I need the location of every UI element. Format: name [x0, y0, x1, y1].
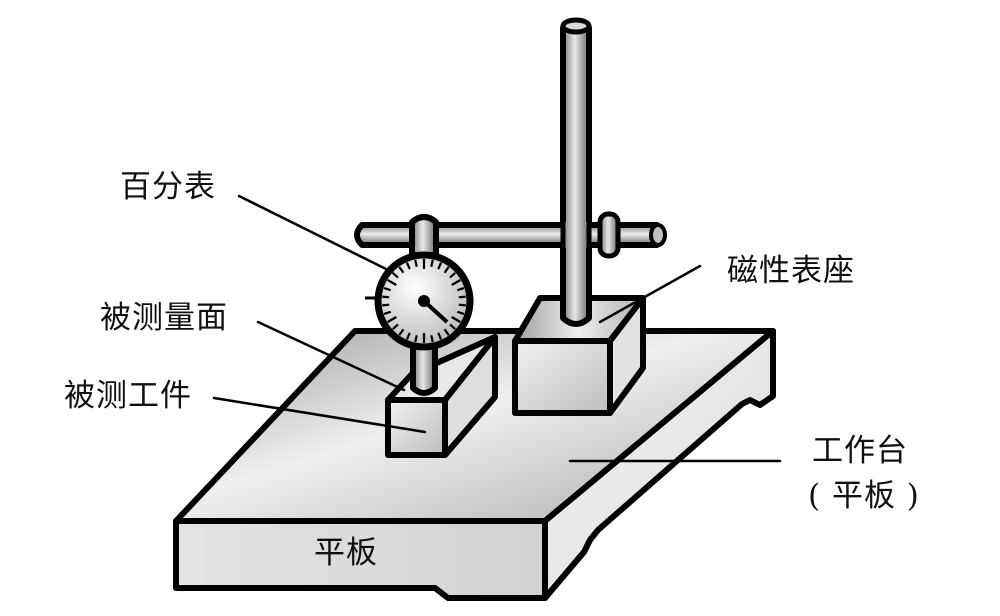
- dial-tick: [398, 266, 405, 274]
- dial-tick: [430, 259, 434, 267]
- dial-tick: [451, 316, 461, 323]
- dial-tick: [437, 332, 443, 340]
- dial-tick: [392, 323, 399, 330]
- label-magnetic-base: 磁性表座: [727, 253, 855, 289]
- magnetic-base-side: [607, 295, 646, 416]
- label-plate-front: 平板: [314, 535, 378, 571]
- dial-indicator: [365, 251, 474, 351]
- dial-tick: [449, 323, 456, 330]
- leader-dial-indicator: [237, 194, 394, 274]
- horizontal-rod-end: [649, 223, 667, 247]
- magnetic-base: [512, 295, 646, 416]
- dial-tick: [437, 262, 443, 270]
- dial-tick: [456, 286, 465, 292]
- label-worktable: 工作台: [812, 433, 908, 469]
- dial-tick: [383, 310, 392, 316]
- dial-tick: [451, 279, 461, 286]
- workpiece-side: [442, 334, 498, 458]
- label-dial-indicator: 百分表: [120, 169, 216, 205]
- rod-clamp-collar: [597, 211, 621, 259]
- dial-tick: [458, 295, 466, 299]
- dial-tick: [392, 272, 399, 279]
- dial-tick: [398, 328, 405, 336]
- magnetic-base-front: [512, 338, 613, 416]
- dial-tick: [443, 266, 450, 274]
- dial-tick: [430, 335, 434, 343]
- dial-tick: [449, 272, 456, 279]
- dial-tick: [387, 279, 397, 286]
- dial-tick: [456, 310, 465, 316]
- leader-magnetic-base: [598, 264, 702, 324]
- label-workpiece: 被测工件: [64, 378, 192, 414]
- dial-tick: [382, 303, 390, 307]
- dial-tick: [414, 335, 418, 343]
- dial-tick: [387, 316, 397, 323]
- dial-tick: [405, 332, 411, 340]
- dial-center-hub: [418, 295, 430, 307]
- dial-holder-clamp: [409, 214, 439, 258]
- horizontal-rod: [354, 211, 667, 259]
- dial-tick: [382, 295, 390, 299]
- label-worktable-plate: ( 平板 ): [808, 478, 920, 514]
- vertical-rod: [560, 17, 592, 327]
- dial-scale-ticks: [382, 259, 466, 343]
- leader-measured-surface: [256, 320, 406, 392]
- plate-side-face: [542, 328, 776, 601]
- label-measured-surface: 被测量面: [100, 300, 228, 336]
- dial-tick: [414, 259, 418, 267]
- dial-tick: [443, 328, 450, 336]
- leader-workpiece: [212, 396, 427, 434]
- rod-top-end: [560, 17, 592, 35]
- dial-tick: [405, 262, 411, 270]
- dial-tick: [383, 286, 392, 292]
- dial-tick: [458, 303, 466, 307]
